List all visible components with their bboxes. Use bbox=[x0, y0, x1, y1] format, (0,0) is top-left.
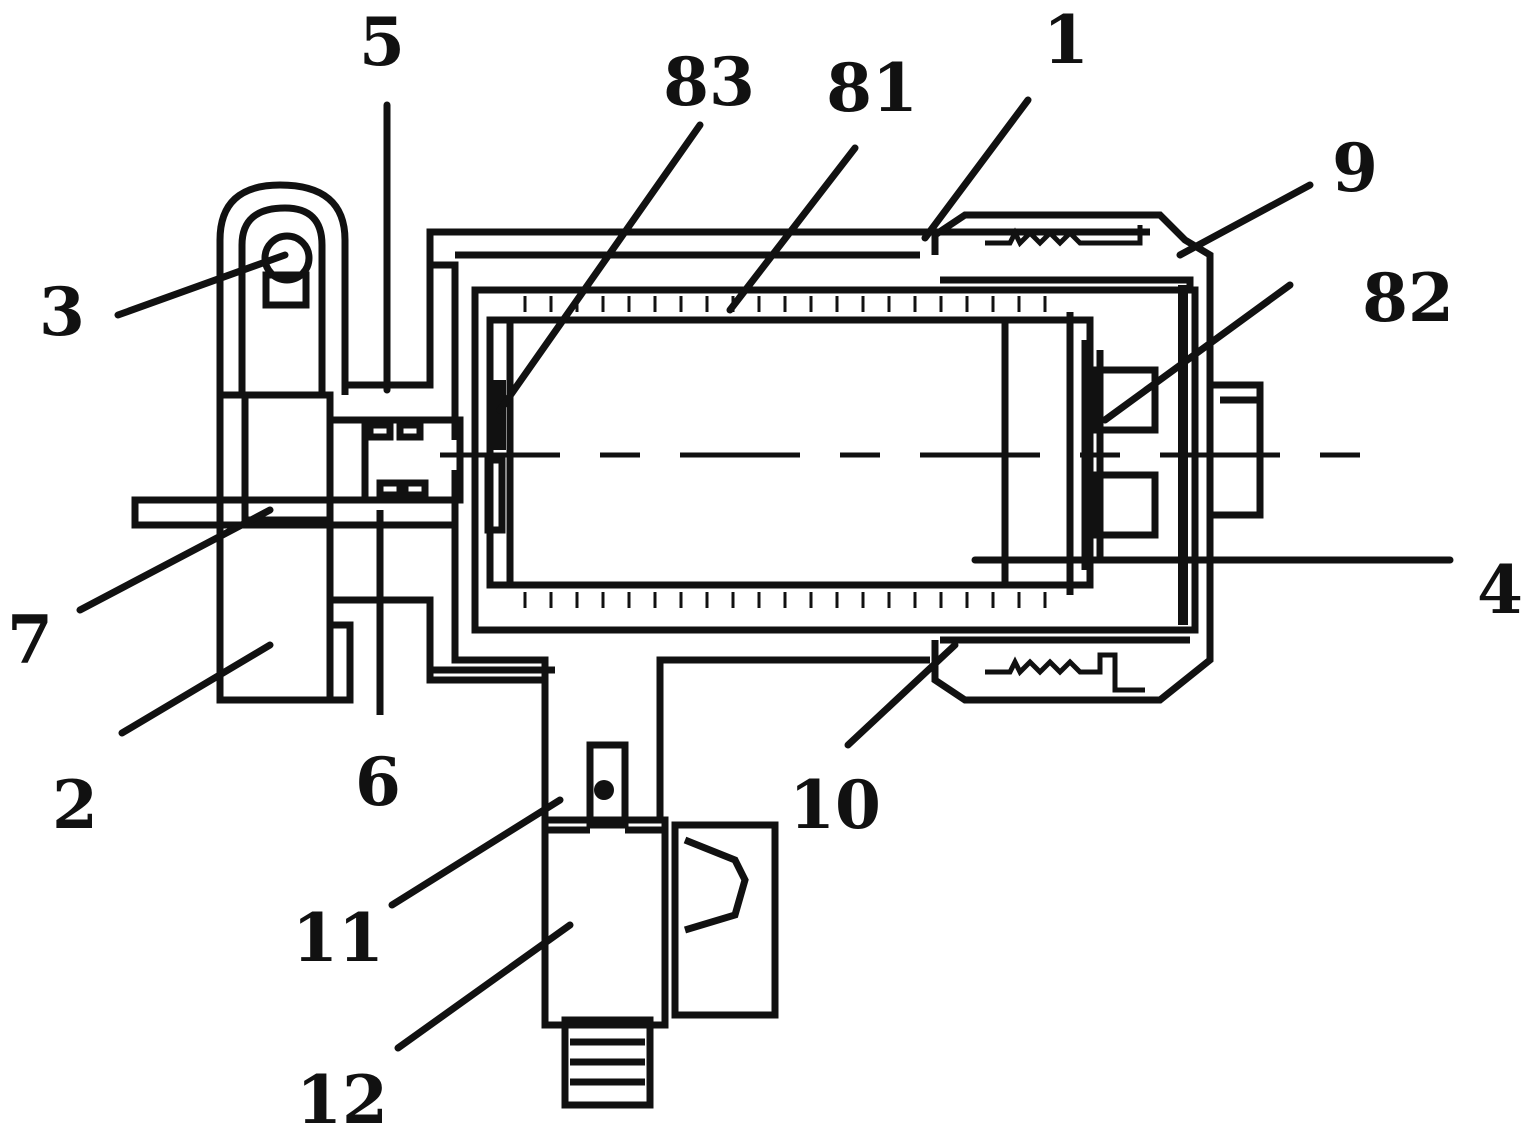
label-81: 81 bbox=[826, 49, 918, 127]
hook-loop bbox=[216, 181, 1150, 395]
lower-assembly bbox=[541, 741, 779, 1109]
label-2: 2 bbox=[52, 766, 98, 844]
drum-ticks-bottom bbox=[523, 592, 1047, 608]
label-5: 5 bbox=[359, 3, 405, 81]
label-11: 11 bbox=[292, 899, 384, 977]
end-stub bbox=[1206, 381, 1264, 519]
label-7: 7 bbox=[7, 601, 53, 679]
label-82: 82 bbox=[1362, 259, 1454, 337]
drum-ticks-top bbox=[523, 296, 1047, 312]
label-10: 10 bbox=[789, 766, 881, 844]
main-housing bbox=[426, 232, 930, 820]
label-1: 1 bbox=[1043, 1, 1089, 79]
leader-lines bbox=[76, 96, 1454, 1052]
hook-pin bbox=[261, 232, 313, 284]
label-9: 9 bbox=[1332, 129, 1378, 207]
label-4: 4 bbox=[1477, 551, 1523, 629]
coupling bbox=[326, 385, 464, 715]
label-12: 12 bbox=[296, 1061, 388, 1139]
left-inner-bar bbox=[488, 380, 506, 450]
hook-pin-block bbox=[262, 271, 310, 309]
label-6: 6 bbox=[355, 743, 401, 821]
label-83: 83 bbox=[663, 43, 755, 121]
label-3: 3 bbox=[39, 273, 85, 351]
